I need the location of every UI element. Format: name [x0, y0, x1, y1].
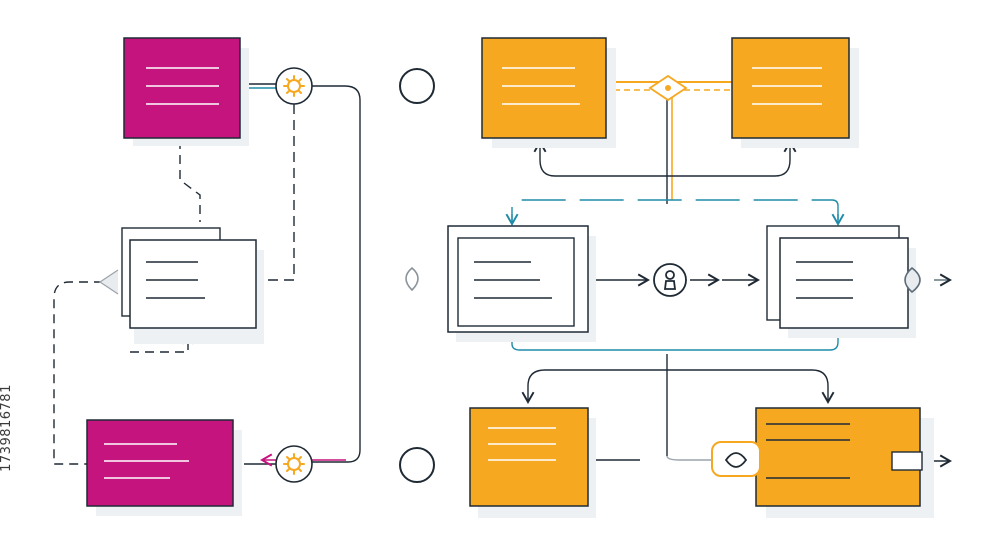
magenta-bottom-card: [86, 419, 242, 516]
connector-line-gray: [666, 455, 712, 461]
dashed-arrow: [130, 332, 195, 353]
arrow-to-card: [667, 369, 835, 404]
magenta-top-card: [123, 37, 249, 146]
arrow-to-card: [533, 140, 667, 177]
orange-top-left-card: [481, 37, 616, 148]
stock-id-watermark: 1739816781: [0, 384, 14, 472]
connector-line: [312, 85, 361, 463]
dashed-connector: [53, 281, 118, 465]
white-mid-left-card: [447, 225, 596, 342]
lock-tag-icon: [711, 441, 761, 477]
orange-bottom-left-card: [469, 407, 596, 518]
white-mid-right-card: [766, 225, 916, 338]
left-connectors: [53, 83, 361, 467]
orange-top-right-card: [731, 37, 859, 148]
empty-circle-middle: [405, 266, 419, 292]
left-chevron-icon: [98, 269, 119, 295]
orange-bottom-right-card: [755, 407, 934, 518]
dashed-connector: [179, 140, 201, 222]
keyhole-icon: [653, 263, 687, 297]
teal-dashed-bus: [511, 199, 839, 222]
empty-circle-bottom: [399, 447, 435, 483]
tag-icon: [648, 74, 688, 102]
arrow-to-card: [667, 140, 797, 177]
teal-return-line: [511, 330, 839, 351]
dashed-connector: [258, 104, 295, 281]
gear-icon-top: [275, 67, 313, 105]
white-stack-left-card: [121, 227, 264, 344]
empty-circle-top: [399, 68, 435, 104]
gear-icon-bottom: [275, 445, 313, 483]
right-marker-icon: [904, 266, 921, 294]
arrow-to-card: [521, 369, 667, 404]
